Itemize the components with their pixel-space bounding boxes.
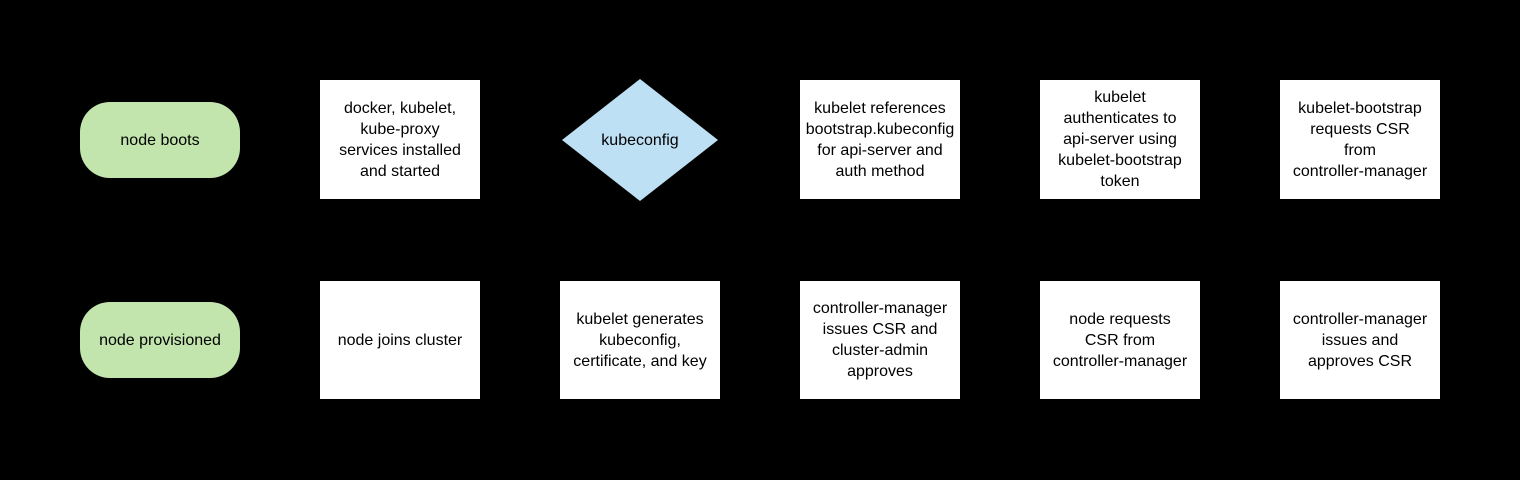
process-kubelet-generates-kubeconfig: kubelet generates kubeconfig, certificat… [560,281,720,399]
node-label: node joins cluster [337,331,463,349]
terminal-node-boots: node boots [80,102,240,178]
process-services-installed: docker, kubelet, kube-proxy services ins… [320,80,480,199]
process-kubelet-references-bootstrap-kubeconfig: kubelet references bootstrap.kubeconfig … [800,80,960,199]
node-label: kubelet authenticates to api-server usin… [1058,89,1182,190]
node-label: docker, kubelet, kube-proxy services ins… [339,99,461,180]
process-node-joins-cluster: node joins cluster [320,281,480,399]
node-label: node boots [120,131,200,149]
process-controller-manager-issues-and-approves-csr: controller-manager issues and approves C… [1280,281,1440,399]
process-node-requests-csr: node requests CSR from controller-manage… [1040,281,1200,399]
node-label: node provisioned [99,331,221,349]
node-label: kubelet-bootstrap requests CSR from cont… [1292,99,1428,180]
node-label: controller-manager issues CSR and cluste… [812,300,948,380]
decision-kubeconfig: kubeconfig [562,79,718,201]
process-kubelet-bootstrap-requests-csr: kubelet-bootstrap requests CSR from cont… [1280,80,1440,199]
process-controller-manager-issues-csr-cluster-admin-approves: controller-manager issues CSR and cluste… [800,281,960,399]
terminal-node-provisioned: node provisioned [80,302,240,378]
node-label: kubelet generates kubeconfig, certificat… [573,310,707,370]
process-kubelet-authenticates: kubelet authenticates to api-server usin… [1040,80,1200,199]
node-label: node requests CSR from controller-manage… [1052,310,1188,370]
node-label: kubelet references bootstrap.kubeconfig … [805,99,955,180]
node-label: kubeconfig [601,131,679,149]
node-label: controller-manager issues and approves C… [1292,310,1428,370]
